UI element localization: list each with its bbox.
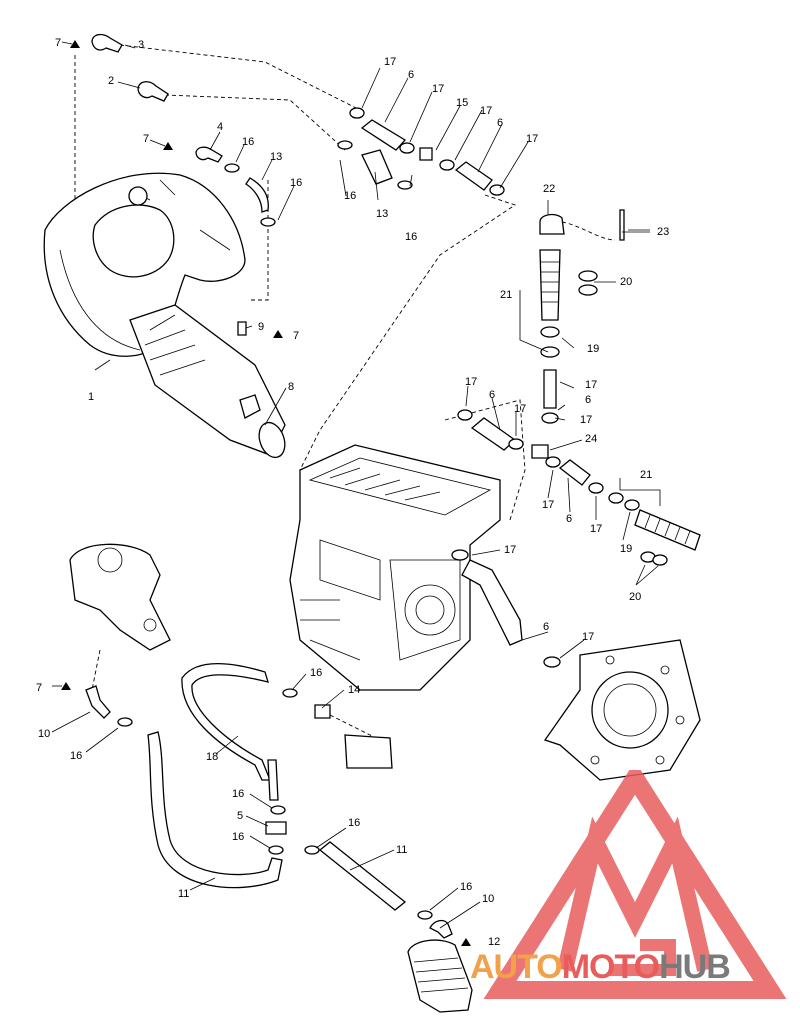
callout-17: 17	[465, 376, 477, 388]
automotohub-watermark: AUTOMOTOHUB	[470, 770, 787, 999]
callout-17: 17	[384, 56, 396, 68]
callout-15: 15	[456, 97, 468, 109]
callout-7: 7	[293, 330, 299, 342]
callout-17: 17	[514, 403, 526, 415]
callout-13: 13	[376, 208, 388, 220]
callout-10: 10	[482, 893, 494, 905]
watermark-auto: AUTO	[470, 948, 562, 986]
callout-19: 19	[587, 343, 599, 355]
callout-16: 16	[232, 831, 244, 843]
callout-17: 17	[582, 631, 594, 643]
callout-14: 14	[348, 684, 360, 696]
engine-block	[289, 444, 561, 691]
callout-17: 17	[504, 544, 516, 556]
water-filter	[407, 939, 473, 1013]
callout-6: 6	[585, 394, 591, 406]
callout-11: 11	[396, 844, 407, 856]
callout-6: 6	[408, 69, 414, 81]
callout-17: 17	[580, 414, 592, 426]
callout-12: 12	[488, 936, 500, 948]
callout-7: 7	[36, 682, 42, 694]
callout-8: 8	[288, 381, 294, 393]
callout-16: 16	[70, 750, 82, 762]
callout-6: 6	[497, 117, 503, 129]
callout-16: 16	[290, 177, 302, 189]
callout-11: 11	[178, 888, 189, 900]
callout-16: 16	[232, 788, 244, 800]
callout-16: 16	[405, 231, 417, 243]
callout-16: 16	[348, 817, 360, 829]
callout-21: 21	[640, 469, 652, 481]
lower-hose-assembly	[117, 663, 433, 920]
callout-20: 20	[620, 276, 632, 288]
callout-9: 9	[258, 321, 264, 333]
callout-17: 17	[480, 105, 492, 117]
elbow-fittings	[85, 33, 453, 939]
leader-lines	[51, 41, 661, 929]
callout-24: 24	[585, 433, 597, 445]
callout-17: 17	[526, 133, 538, 145]
watermark-wordmark: AUTOMOTOHUB	[470, 948, 730, 986]
watermark-moto: MOTO	[562, 948, 660, 986]
callout-17: 17	[585, 379, 597, 391]
callout-7: 7	[143, 133, 149, 145]
callout-6: 6	[543, 621, 549, 633]
jet-pump-housing	[543, 639, 701, 781]
filler-neck-assembly	[539, 209, 650, 424]
middle-hose-assembly	[457, 409, 701, 566]
callout-20: 20	[629, 591, 641, 603]
callout-10: 10	[38, 728, 50, 740]
callout-2: 2	[108, 75, 114, 87]
muffler-tuned-pipe	[43, 172, 286, 459]
upper-hose-assembly	[349, 107, 505, 196]
callout-16: 16	[344, 190, 356, 202]
callout-21: 21	[500, 289, 512, 301]
callout-3: 3	[138, 39, 144, 51]
callout-5: 5	[237, 810, 243, 822]
callout-6: 6	[566, 513, 572, 525]
callout-19: 19	[620, 543, 632, 555]
callout-16: 16	[242, 136, 254, 148]
callout-23: 23	[657, 226, 669, 238]
drain-plugs	[61, 40, 471, 946]
watermark-logo-mark	[483, 770, 787, 999]
watermark-hub: HUB	[659, 948, 730, 986]
callout-6: 6	[489, 389, 495, 401]
callout-7: 7	[55, 37, 61, 49]
callout-17: 17	[542, 499, 554, 511]
callout-4: 4	[217, 121, 223, 133]
callout-17: 17	[432, 83, 444, 95]
callout-18: 18	[206, 751, 218, 763]
callout-13: 13	[270, 151, 282, 163]
motor-mount-bracket	[69, 543, 171, 651]
callout-16: 16	[310, 667, 322, 679]
callout-16: 16	[460, 881, 472, 893]
upper-hoses	[224, 140, 413, 227]
callout-22: 22	[543, 183, 555, 195]
callout-17: 17	[590, 523, 602, 535]
callout-1: 1	[88, 391, 94, 403]
